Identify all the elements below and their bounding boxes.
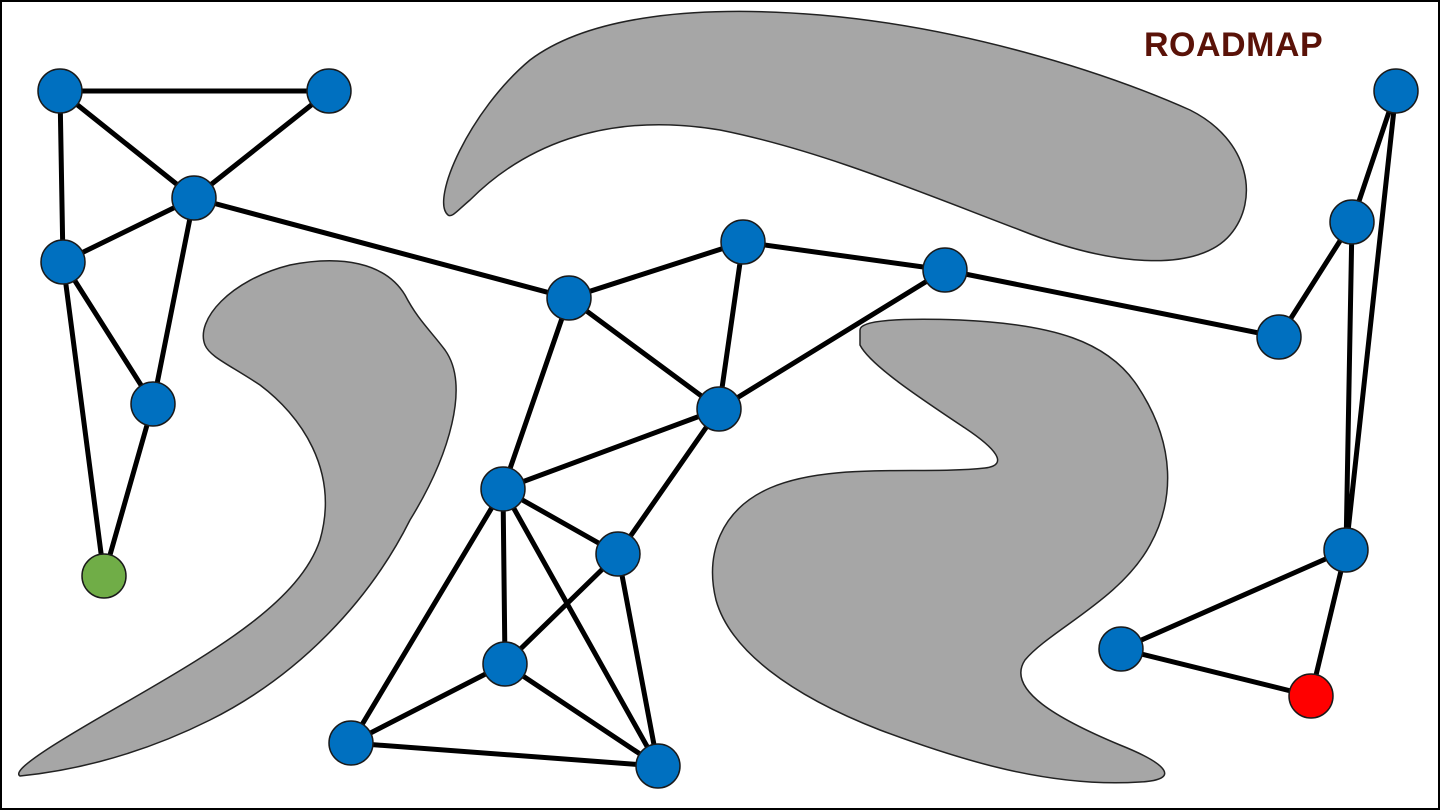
roadmap-node [328,720,374,766]
roadmap-node [696,386,742,432]
edge-n8-n9 [716,267,948,412]
edge-n6-n9 [566,295,722,412]
obstacle-left [17,260,457,777]
edge-n4-n5 [60,259,156,407]
roadmap-node [37,68,83,114]
edge-n6-n10 [500,295,572,492]
goal-node [1288,673,1334,719]
roadmap-node [1256,314,1302,360]
edge-n12-n13 [348,661,508,746]
roadmap-node [40,239,86,285]
diagram-title: ROADMAP [1144,26,1324,64]
edge-n9-n10 [500,406,722,492]
roadmap-node [482,641,528,687]
edge-n2-n3 [191,88,332,201]
roadmap-node [595,531,641,577]
roadmap-node [130,381,176,427]
edge-n11-n12 [502,551,621,667]
roadmap-node [635,743,681,789]
edge-n3-n6 [191,195,572,301]
edge-n5-start [101,401,156,579]
roadmap-node [546,275,592,321]
roadmap-node [1329,199,1375,245]
edge-n7-n9 [716,239,746,412]
edge-n19-n20 [1118,547,1349,652]
roadmap-node [1098,626,1144,672]
edge-n10-n13 [348,486,506,746]
edge-n12-n14 [502,661,661,769]
edge-n16-n19 [1343,219,1355,553]
edge-n10-n12 [500,486,508,667]
obstacle-layer [17,10,1248,784]
roadmap-node [1323,527,1369,573]
edge-n4-start [60,259,107,579]
roadmap-node [171,175,217,221]
obstacle-top [443,10,1248,262]
edge-n8-n15 [942,267,1282,340]
obstacle-center-right [711,318,1169,784]
edge-n1-n4 [57,88,66,265]
edge-n19-goal [1308,547,1349,699]
roadmap-node [480,466,526,512]
edge-n3-n5 [150,195,197,407]
edge-n13-n14 [348,740,661,769]
roadmap-node [922,247,968,293]
node-layer [37,68,1419,789]
edge-n17-n19 [1343,88,1399,553]
edge-n1-n3 [57,88,197,201]
edge-n20-goal [1118,646,1314,699]
roadmap-node [1373,68,1419,114]
edge-n10-n14 [500,486,661,769]
start-node [81,553,127,599]
roadmap-node [720,219,766,265]
roadmap-node [306,68,352,114]
edge-n11-n14 [615,551,661,769]
edge-n3-n4 [60,195,197,265]
edge-n9-n11 [615,406,722,557]
edge-n7-n8 [740,239,948,273]
edge-n6-n7 [566,239,746,301]
edge-n16-n17 [1349,88,1399,225]
